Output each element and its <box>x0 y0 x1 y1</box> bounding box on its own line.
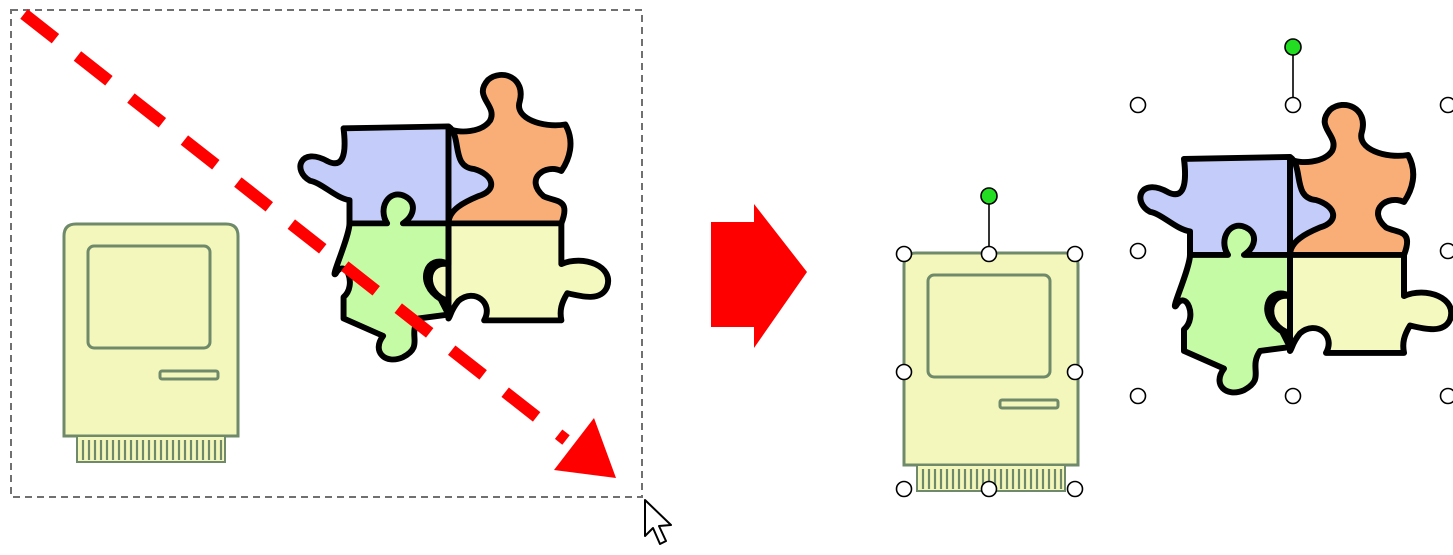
drag-arrow-head <box>554 418 616 478</box>
rotation-handle-icon <box>980 187 998 205</box>
transition-arrow-icon <box>711 204 807 348</box>
puzzle-clipart-after[interactable] <box>1140 105 1451 393</box>
after-panel <box>895 38 1453 498</box>
sizing-handle-icon <box>1066 363 1084 381</box>
sizing-handle-icon <box>1066 245 1084 263</box>
drag-arrow-line <box>20 9 570 445</box>
sizing-handle-icon <box>1129 242 1147 260</box>
computer-clipart-after[interactable] <box>902 251 1080 493</box>
sizing-handle-icon <box>980 480 998 498</box>
sizing-handle-icon <box>895 480 913 498</box>
sizing-handle-icon <box>1284 96 1302 114</box>
puzzle-selection-handles[interactable] <box>1129 38 1453 405</box>
computer-selection-handles[interactable] <box>895 187 1084 498</box>
puzzle-icon <box>300 75 608 360</box>
sizing-handle-icon <box>1066 480 1084 498</box>
sizing-handle-icon <box>1284 387 1302 405</box>
before-panel <box>10 9 672 545</box>
sizing-handle-icon <box>895 363 913 381</box>
rotation-handle-icon <box>1284 38 1302 56</box>
puzzle-clipart-before[interactable] <box>300 75 608 360</box>
sizing-handle-icon <box>1129 96 1147 114</box>
selection-marquee <box>10 9 643 498</box>
sizing-handle-icon <box>980 245 998 263</box>
mouse-pointer-icon <box>644 499 672 545</box>
sizing-handle-icon <box>1439 387 1453 405</box>
sizing-handle-icon <box>895 245 913 263</box>
computer-icon <box>902 251 1080 493</box>
computer-icon <box>62 222 240 464</box>
computer-clipart-before[interactable] <box>62 222 240 464</box>
sizing-handle-icon <box>1129 387 1147 405</box>
sizing-handle-icon <box>1439 96 1453 114</box>
sizing-handle-icon <box>1439 242 1453 260</box>
puzzle-icon <box>1140 105 1451 393</box>
